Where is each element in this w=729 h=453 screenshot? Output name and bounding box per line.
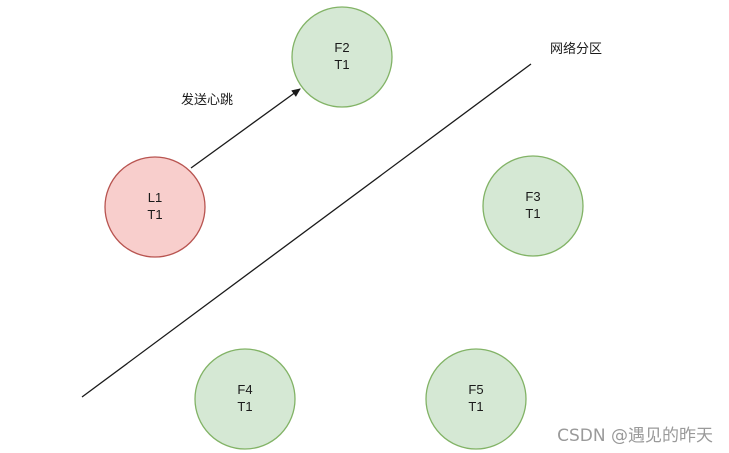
node-f3-term: T1: [525, 206, 540, 221]
node-l1: L1 T1: [104, 156, 206, 258]
node-f2: F2 T1: [291, 6, 393, 108]
node-f3-name: F3: [525, 189, 540, 204]
node-f3-circle: [482, 155, 584, 257]
network-partition-line: [81, 63, 532, 398]
node-f5-term: T1: [468, 399, 483, 414]
csdn-watermark: CSDN @遇见的昨天: [557, 426, 713, 446]
node-f4-circle: [194, 348, 296, 450]
node-f5-circle: [425, 348, 527, 450]
node-f4-term: T1: [237, 399, 252, 414]
node-f5-name: F5: [468, 382, 483, 397]
node-l1-term: T1: [147, 207, 162, 222]
node-f5: F5 T1: [425, 348, 527, 450]
node-f4: F4 T1: [194, 348, 296, 450]
heartbeat-arrow: [190, 88, 301, 169]
node-f4-name: F4: [237, 382, 252, 397]
node-f3: F3 T1: [482, 155, 584, 257]
node-l1-name: L1: [148, 190, 162, 205]
node-f2-term: T1: [334, 57, 349, 72]
node-f2-circle: [291, 6, 393, 108]
partition-label: 网络分区: [550, 41, 602, 57]
heartbeat-label: 发送心跳: [181, 92, 233, 108]
node-f2-name: F2: [334, 40, 349, 55]
node-l1-circle: [104, 156, 206, 258]
